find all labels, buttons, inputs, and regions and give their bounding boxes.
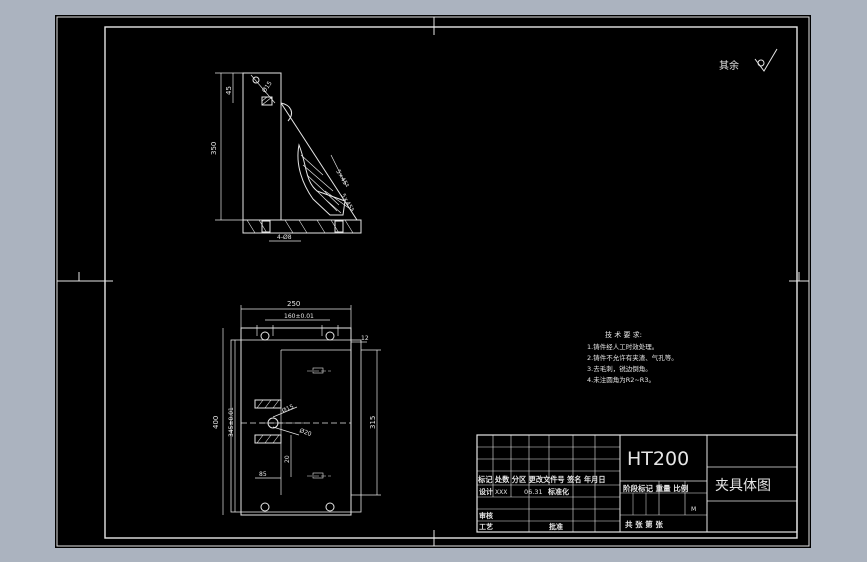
dim-plan-width: 250 [287, 300, 300, 308]
dim-plan-hole-a: Ø15 [281, 403, 295, 415]
tech-req-item-4: 4.未注圆角为R2~R3。 [587, 375, 655, 384]
material-label: HT200 [627, 448, 689, 470]
tech-req-item-1: 1.铸件经人工时效处理。 [587, 342, 658, 351]
dim-plan-right: 315 [369, 416, 377, 429]
drawing-name: 夹具体图 [715, 478, 771, 494]
standardize-label: 标准化 [547, 487, 569, 496]
tech-req-item-2: 2.铸件不允许有夹渣、气孔等。 [587, 353, 678, 362]
sheet-count: 共 张 第 张 [625, 519, 663, 529]
approve-label: 批准 [549, 522, 563, 531]
dim-plan-height: 400 [212, 416, 220, 429]
drawing-border [104, 26, 798, 539]
design-date: 06.31 [524, 488, 543, 496]
cad-drawing: 其余 350 45 Ø15 5×45° 5×45° 4-Ø8 [56, 16, 810, 547]
dim-side-slot: 4-Ø8 [277, 234, 292, 241]
audit-label: 审核 [479, 511, 493, 520]
drawing-sheet: 其余 350 45 Ø15 5×45° 5×45° 4-Ø8 [55, 15, 811, 548]
process-label: 工艺 [479, 522, 493, 531]
design-label: 设计 [479, 487, 493, 496]
scale-mark: M [691, 506, 696, 513]
dim-plan-inner: 345±0.01 [228, 407, 235, 437]
dim-plan-bottom: 85 [259, 471, 267, 478]
designer-name: XXX [495, 489, 507, 496]
tech-req-item-3: 3.去毛刺，锐边倒角。 [587, 364, 652, 373]
title-block [476, 434, 798, 533]
dim-side-angle-1: 5×45° [334, 169, 350, 189]
roughness-circle [757, 59, 765, 67]
dim-plan-edge: 12 [361, 335, 369, 342]
dim-side-hole: Ø15 [261, 80, 274, 94]
side-view [215, 72, 362, 242]
dim-plan-hole-b: Ø20 [298, 427, 312, 438]
roughness-symbol [754, 48, 778, 72]
tech-req-title: 技 术 要 求: [605, 330, 642, 339]
stage-header: 阶段标记 重量 比例 [623, 483, 689, 493]
dim-side-height: 350 [210, 142, 218, 155]
roughness-note: 其余 [719, 59, 739, 72]
plan-view [222, 305, 381, 516]
trim-frame [56, 16, 810, 547]
dim-plan-hole-spacing: 160±0.01 [284, 313, 314, 320]
dim-plan-mid: 20 [284, 455, 291, 463]
dim-side-top: 45 [225, 86, 233, 95]
title-row-header: 标记 处数 分区 更改文件号 签名 年月日 [477, 475, 606, 484]
